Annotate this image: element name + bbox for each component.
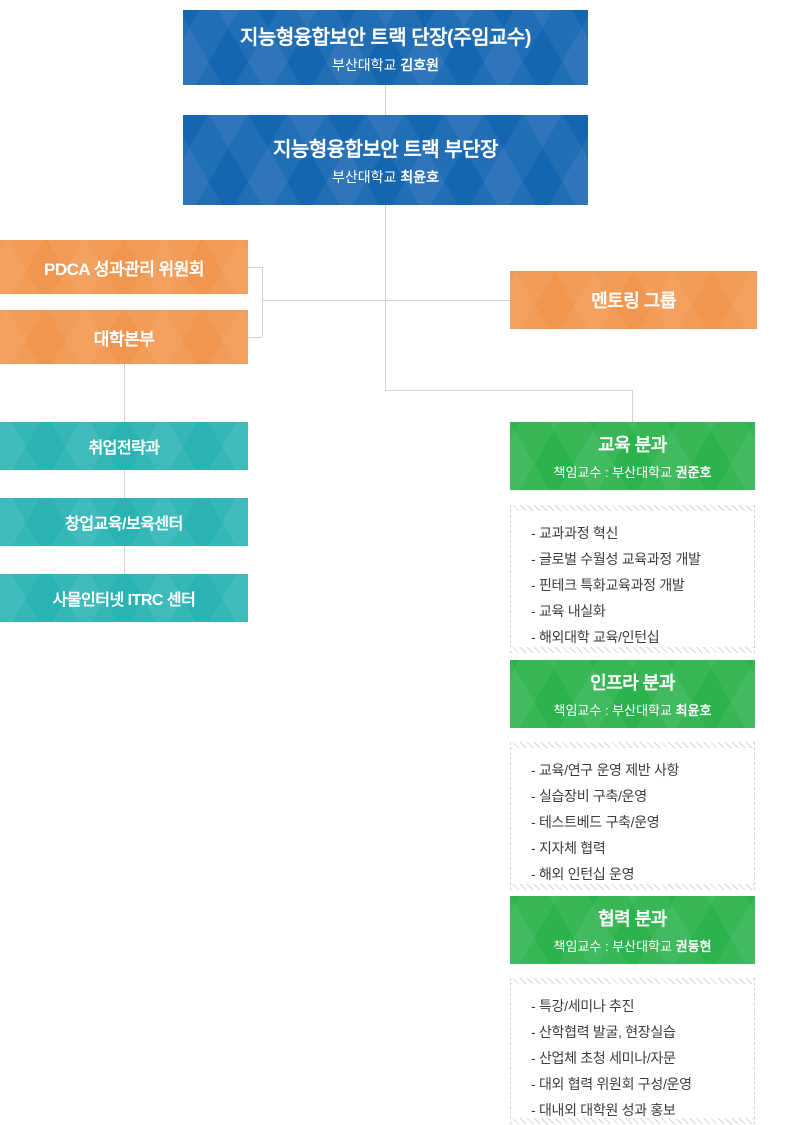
startup-education-box: 창업교육/보육센터	[0, 498, 248, 546]
list-item: - 해외대학 교육/인턴십	[531, 629, 660, 645]
education-lead-label: 책임교수 : 부산대학교	[553, 465, 672, 480]
university-hq-box: 대학본부	[0, 310, 248, 364]
cooperation-division-header: 협력 분과 책임교수 : 부산대학교 권동현	[510, 896, 755, 964]
employment-strategy-box: 취업전략과	[0, 422, 248, 470]
list-item: - 테스트베드 구축/운영	[531, 814, 660, 830]
list-item: - 글로벌 수월성 교육과정 개발	[531, 551, 701, 567]
infra-division-lead: 책임교수 : 부산대학교 최윤호	[554, 700, 712, 719]
connector-line	[262, 300, 510, 301]
list-item: - 대내외 대학원 성과 홍보	[531, 1102, 676, 1118]
list-item: - 교과과정 혁신	[531, 525, 619, 541]
cooperation-division-lead: 책임교수 : 부산대학교 권동현	[554, 936, 712, 955]
connector-line	[385, 85, 386, 115]
infra-division-title: 인프라 분과	[590, 673, 675, 693]
connector-line	[385, 390, 632, 391]
director-org: 부산대학교	[332, 56, 397, 73]
list-item: - 지자체 협력	[531, 840, 606, 856]
education-division-title: 교육 분과	[598, 435, 667, 455]
pdca-committee-box: PDCA 성과관리 위원회	[0, 240, 248, 294]
education-division-lead: 책임교수 : 부산대학교 권준호	[554, 462, 712, 481]
infra-division-header: 인프라 분과 책임교수 : 부산대학교 최윤호	[510, 660, 755, 728]
connector-line	[248, 267, 262, 268]
director-subtitle: 부산대학교 김호원	[332, 55, 439, 75]
university-hq-label: 대학본부	[93, 329, 155, 349]
pdca-committee-label: PDCA 성과관리 위원회	[44, 259, 204, 279]
connector-line	[124, 364, 125, 422]
cooperation-division-panel: - 특강/세미나 추진 - 산학협력 발굴, 현장실습 - 산업체 초청 세미나…	[510, 978, 755, 1124]
connector-line	[262, 267, 263, 337]
list-item: - 해외 인턴십 운영	[531, 866, 635, 882]
vice-director-org: 부산대학교	[332, 169, 397, 185]
director-title: 지능형융합보안 트랙 단장(주임교수)	[240, 26, 531, 49]
list-item: - 교육 내실화	[531, 603, 606, 619]
list-item: - 대외 협력 위원회 구성/운영	[531, 1076, 692, 1092]
vice-director-title: 지능형융합보안 트랙 부단장	[273, 139, 498, 161]
education-division-panel: - 교과과정 혁신 - 글로벌 수월성 교육과정 개발 - 핀테크 특화교육과정…	[510, 505, 755, 653]
list-item: - 교육/연구 운영 제반 사항	[531, 762, 680, 778]
infra-lead-label: 책임교수 : 부산대학교	[553, 703, 672, 718]
startup-education-label: 창업교육/보육센터	[65, 516, 183, 533]
employment-strategy-label: 취업전략과	[88, 440, 160, 457]
list-item: - 실습장비 구축/운영	[531, 788, 647, 804]
mentoring-group-label: 멘토링 그룹	[591, 291, 676, 311]
connector-line	[124, 470, 125, 498]
connector-line	[124, 546, 125, 574]
connector-line	[248, 337, 262, 338]
vice-director-box: 지능형융합보안 트랙 부단장 부산대학교 최윤호	[183, 115, 588, 205]
mentoring-group-box: 멘토링 그룹	[510, 271, 757, 329]
list-item: - 핀테크 특화교육과정 개발	[531, 577, 685, 593]
vice-director-subtitle: 부산대학교 최윤호	[332, 167, 439, 187]
infra-division-panel: - 교육/연구 운영 제반 사항 - 실습장비 구축/운영 - 테스트베드 구축…	[510, 742, 755, 890]
cooperation-division-title: 협력 분과	[598, 909, 667, 929]
list-item: - 산업체 초청 세미나/자문	[531, 1050, 676, 1066]
vice-director-name: 최윤호	[400, 169, 439, 185]
director-name: 김호원	[400, 56, 439, 73]
iot-itrc-center-label: 사물인터넷 ITRC 센터	[52, 592, 196, 609]
connector-line	[385, 205, 386, 390]
infra-lead-name: 최윤호	[675, 703, 712, 718]
cooperation-lead-label: 책임교수 : 부산대학교	[553, 939, 672, 954]
iot-itrc-center-box: 사물인터넷 ITRC 센터	[0, 574, 248, 622]
list-item: - 특강/세미나 추진	[531, 998, 635, 1014]
director-box: 지능형융합보안 트랙 단장(주임교수) 부산대학교 김호원	[183, 10, 588, 85]
education-lead-name: 권준호	[675, 465, 712, 480]
cooperation-lead-name: 권동현	[675, 939, 712, 954]
education-division-header: 교육 분과 책임교수 : 부산대학교 권준호	[510, 422, 755, 490]
list-item: - 산학협력 발굴, 현장실습	[531, 1024, 676, 1040]
connector-line	[632, 390, 633, 422]
